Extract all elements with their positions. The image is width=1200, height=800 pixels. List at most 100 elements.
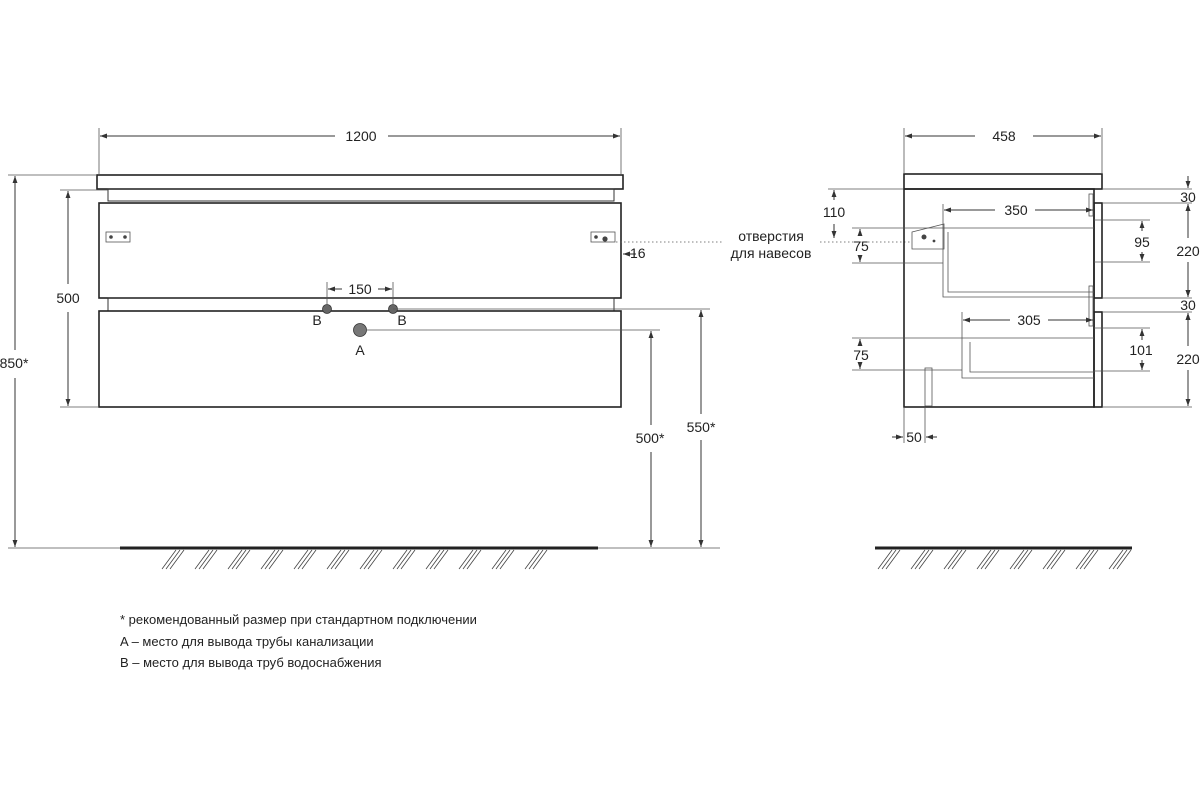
dim-bracket-offset-16: 16 bbox=[630, 245, 646, 261]
floor-hatch-stroke bbox=[1083, 549, 1099, 570]
floor-hatch-side bbox=[877, 549, 1132, 570]
label-a: A bbox=[355, 342, 365, 358]
floor-hatch-stroke bbox=[194, 549, 210, 570]
dim-drawer1-height-220: 220 bbox=[1176, 243, 1200, 259]
floor-hatch-stroke bbox=[1075, 549, 1091, 570]
bracket-right bbox=[590, 231, 616, 243]
floor-hatch-stroke bbox=[980, 549, 996, 570]
floor-hatch-stroke bbox=[268, 549, 284, 570]
floor-hatch-stroke bbox=[396, 549, 412, 570]
front-countertop-lip bbox=[107, 188, 615, 202]
floor-hatch-stroke bbox=[202, 549, 218, 570]
floor-hatch-stroke bbox=[495, 549, 511, 570]
note-water-b: B – место для вывода труб водоснабжения bbox=[120, 655, 382, 670]
dim-bracket-offset-75: 75 bbox=[853, 238, 869, 254]
floor-hatch-stroke bbox=[885, 549, 901, 570]
floor-hatch-stroke bbox=[235, 549, 251, 570]
floor-hatch-stroke bbox=[528, 549, 544, 570]
floor-hatch-stroke bbox=[169, 549, 185, 570]
side-view: 458 110 75 350 95 30 220 bbox=[823, 128, 1200, 570]
floor-hatch-stroke bbox=[881, 549, 897, 570]
dim-gap-top-30: 30 bbox=[1180, 189, 1196, 205]
floor-hatch-stroke bbox=[877, 549, 893, 570]
dim-drawer2-inner-101: 101 bbox=[1129, 342, 1153, 358]
floor-hatch-stroke bbox=[943, 549, 959, 570]
dim-drawer1-inner-95: 95 bbox=[1134, 234, 1150, 250]
side-upper-drawer-box bbox=[942, 227, 1094, 298]
floor-hatch-stroke bbox=[1112, 549, 1128, 570]
floor-hatch-stroke bbox=[1050, 549, 1066, 570]
side-upper-front bbox=[1093, 202, 1103, 299]
dim-drawer1-depth-350: 350 bbox=[1004, 202, 1028, 218]
dim-drawer2-offset-75: 75 bbox=[853, 347, 869, 363]
floor-hatch-stroke bbox=[334, 549, 350, 570]
dim-pipe-spacing-150: 150 bbox=[348, 281, 372, 297]
floor-hatch-stroke bbox=[1042, 549, 1058, 570]
floor-hatch-stroke bbox=[227, 549, 243, 570]
floor-hatch-stroke bbox=[429, 549, 445, 570]
side-back-post bbox=[924, 367, 933, 407]
floor-hatch-stroke bbox=[433, 549, 449, 570]
side-bracket bbox=[911, 223, 945, 250]
floor-hatch-stroke bbox=[1116, 549, 1132, 570]
floor-hatch-stroke bbox=[1046, 549, 1062, 570]
floor-hatch-stroke bbox=[297, 549, 313, 570]
floor-hatch-stroke bbox=[499, 549, 515, 570]
floor-hatch-stroke bbox=[425, 549, 441, 570]
floor-hatch-stroke bbox=[984, 549, 1000, 570]
side-cabinet-body bbox=[903, 188, 1095, 408]
floor-hatch-stroke bbox=[918, 549, 934, 570]
side-countertop bbox=[903, 173, 1103, 190]
dim-width-1200: 1200 bbox=[345, 128, 376, 144]
floor-hatch-stroke bbox=[198, 549, 214, 570]
dim-back-offset-50: 50 bbox=[906, 429, 922, 445]
floor-hatch-stroke bbox=[165, 549, 181, 570]
floor-hatch-stroke bbox=[947, 549, 963, 570]
floor-hatch-stroke bbox=[161, 549, 177, 570]
floor-hatch-stroke bbox=[326, 549, 342, 570]
floor-hatch-stroke bbox=[293, 549, 309, 570]
floor-hatch-stroke bbox=[976, 549, 992, 570]
floor-hatch-stroke bbox=[231, 549, 247, 570]
pipe-outlet-a bbox=[353, 323, 367, 337]
dim-top-offset-110: 110 bbox=[823, 204, 846, 220]
dim-drawer2-height-220: 220 bbox=[1176, 351, 1200, 367]
dim-drawer2-depth-305: 305 bbox=[1017, 312, 1041, 328]
floor-hatch-stroke bbox=[392, 549, 408, 570]
floor-hatch-stroke bbox=[301, 549, 317, 570]
note-recommended: * рекомендованный размер при стандартном… bbox=[120, 612, 477, 627]
floor-hatch-stroke bbox=[1017, 549, 1033, 570]
front-countertop bbox=[96, 174, 624, 190]
note-drain-a: A – место для вывода трубы канализации bbox=[120, 634, 374, 649]
side-lower-front bbox=[1093, 311, 1103, 408]
dim-floor-to-a-500: 500* bbox=[636, 430, 665, 446]
floor-hatch-stroke bbox=[458, 549, 474, 570]
front-view: 1200 850* 500 16 150 B B A 500* 550* bbox=[0, 128, 912, 570]
floor-hatch-stroke bbox=[367, 549, 383, 570]
callout-line2: для навесов bbox=[731, 245, 812, 261]
label-b-right: B bbox=[397, 312, 406, 328]
floor-hatch-stroke bbox=[400, 549, 416, 570]
floor-hatch-stroke bbox=[330, 549, 346, 570]
floor-hatch-stroke bbox=[532, 549, 548, 570]
floor-hatch-stroke bbox=[491, 549, 507, 570]
front-lower-drawer bbox=[98, 310, 622, 408]
floor-hatch-stroke bbox=[260, 549, 276, 570]
floor-hatch-stroke bbox=[462, 549, 478, 570]
dim-gap-mid-30: 30 bbox=[1180, 297, 1196, 313]
floor-hatch-stroke bbox=[1013, 549, 1029, 570]
floor-hatch-stroke bbox=[1079, 549, 1095, 570]
floor-hatch-stroke bbox=[951, 549, 967, 570]
dim-floor-to-b-550: 550* bbox=[687, 419, 716, 435]
dim-depth-458: 458 bbox=[992, 128, 1016, 144]
floor-hatch-front bbox=[161, 549, 548, 570]
dim-body-height-500: 500 bbox=[56, 290, 80, 306]
side-lower-drawer-box bbox=[961, 337, 1094, 379]
floor-hatch-stroke bbox=[1108, 549, 1124, 570]
floor-hatch-stroke bbox=[264, 549, 280, 570]
callout-line1: отверстия bbox=[738, 228, 804, 244]
floor-hatch-stroke bbox=[359, 549, 375, 570]
floor-hatch-stroke bbox=[914, 549, 930, 570]
floor-hatch-stroke bbox=[910, 549, 926, 570]
